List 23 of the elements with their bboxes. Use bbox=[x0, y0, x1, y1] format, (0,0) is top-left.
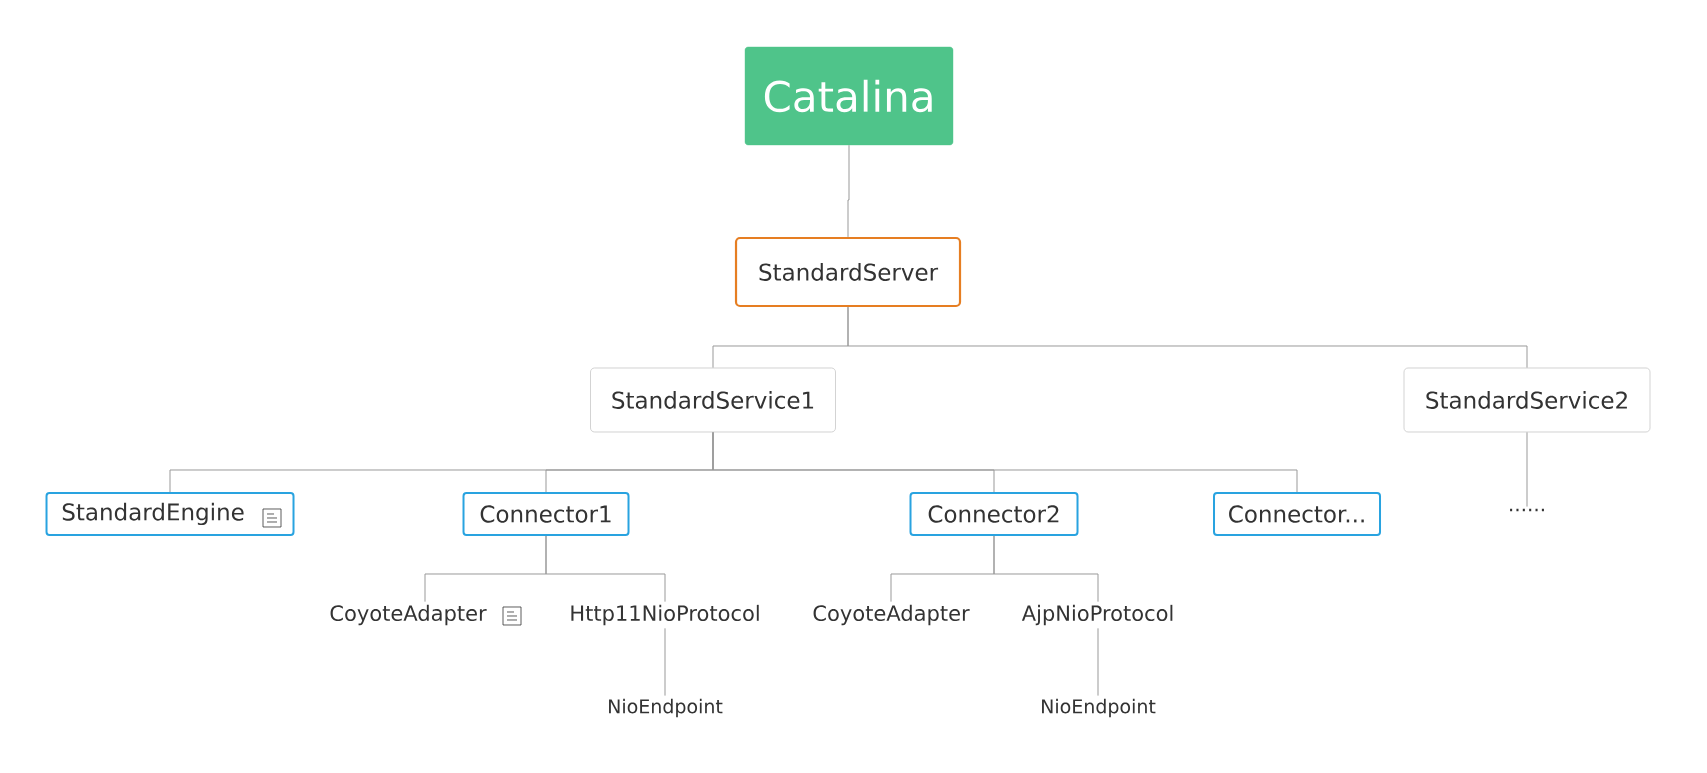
component-box: StandardEngine bbox=[45, 492, 295, 536]
service-box: StandardService1 bbox=[590, 367, 836, 433]
server-box: StandardServer bbox=[734, 236, 962, 308]
class-label: AjpNioProtocol bbox=[1021, 604, 1173, 626]
connector-line bbox=[545, 535, 666, 603]
connector-line bbox=[1097, 627, 1099, 697]
class-label: Http11NioProtocol bbox=[571, 604, 759, 626]
class-label: NioEndpoint bbox=[1042, 698, 1156, 718]
component-box: Connector1 bbox=[462, 492, 630, 536]
component-box: Connector... bbox=[1213, 492, 1381, 536]
connector-line bbox=[847, 144, 850, 238]
service-box: StandardService2 bbox=[1403, 367, 1651, 433]
ellipsis-text: ...... bbox=[1510, 508, 1544, 512]
connector-line bbox=[712, 431, 1298, 493]
class-label: NioEndpoint bbox=[609, 698, 723, 718]
connector-line bbox=[1526, 431, 1528, 508]
class-label: CoyoteAdapter bbox=[330, 604, 487, 626]
connector-line bbox=[664, 627, 666, 697]
class-label: CoyoteAdapter bbox=[813, 604, 970, 626]
connector-line bbox=[993, 535, 1099, 603]
root-box: Catalina bbox=[744, 46, 954, 146]
connector-line bbox=[847, 306, 1528, 369]
component-box: Connector2 bbox=[909, 492, 1079, 536]
